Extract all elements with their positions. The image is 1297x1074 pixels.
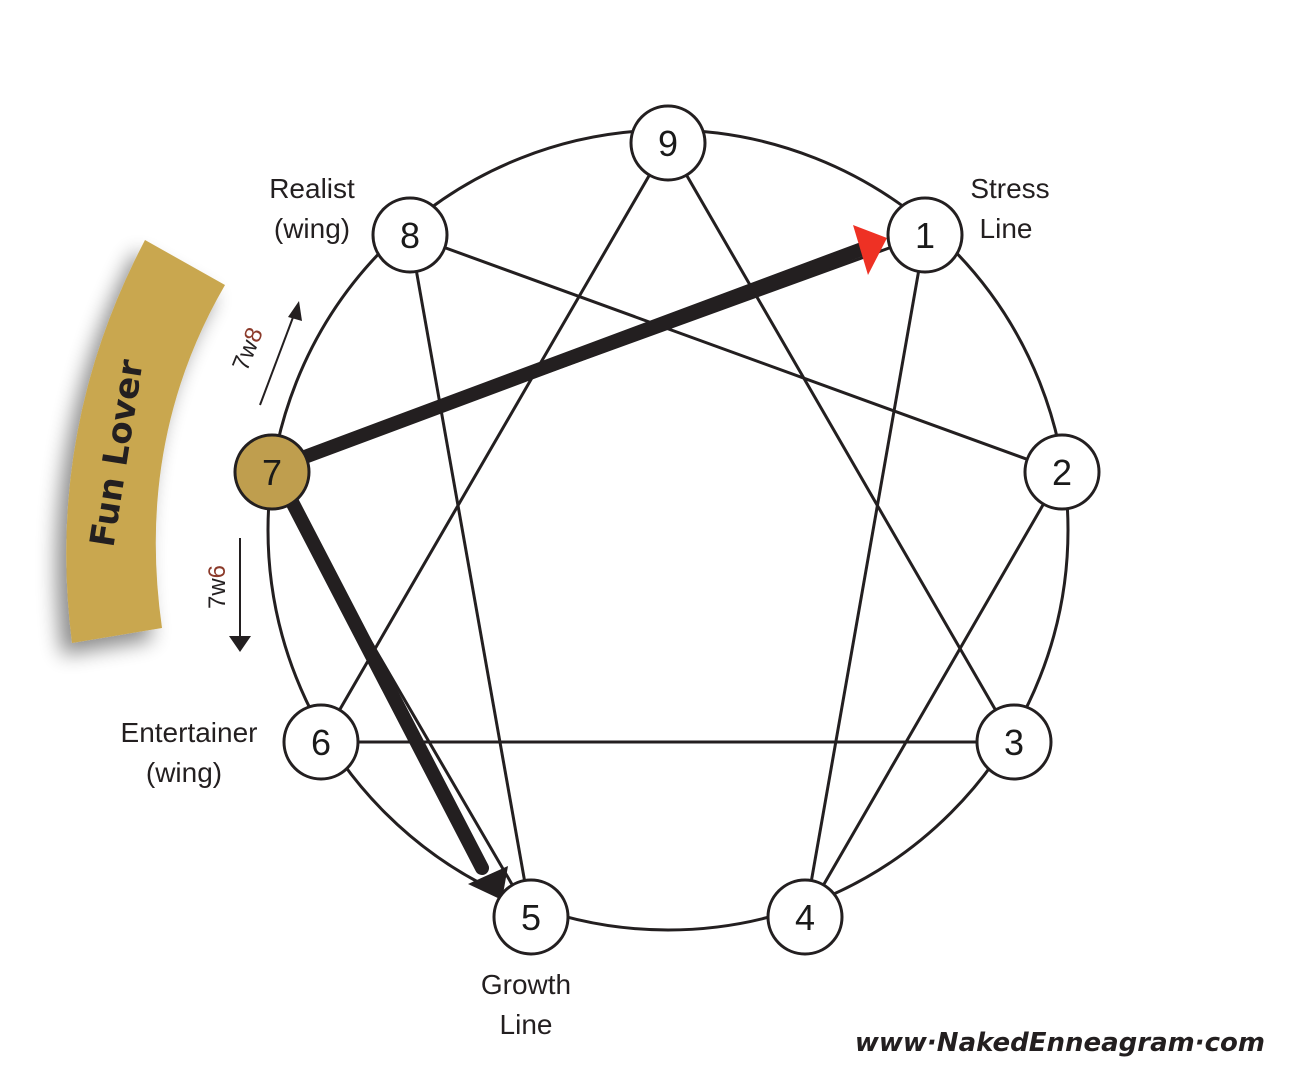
node-7-label: 7 [262, 452, 282, 493]
growth-arrowhead [468, 866, 508, 900]
wing-arrow-7w6-label: 7w6 [204, 565, 231, 609]
enneagram-node-1: 1 [886, 196, 964, 274]
edge-4-2 [803, 471, 1064, 918]
node-8-label: 8 [400, 215, 420, 256]
wing-arrow-7w8-shaft [259, 311, 296, 406]
growth-line-label: Growth [481, 969, 571, 1000]
edge-1-4 [803, 234, 927, 918]
wing-arrow-7w8: 7w8 [227, 301, 302, 406]
enneagram-node-5: 5 [492, 878, 570, 956]
node-6-label: 6 [311, 722, 331, 763]
node-7-circle [233, 433, 311, 511]
enneagram-node-4: 4 [766, 878, 844, 956]
node-1-circle [886, 196, 964, 274]
realist-wing-label: Realist [269, 173, 355, 204]
website-url: www·NakedEnneagram·com [855, 1028, 1265, 1058]
node-9-circle [629, 104, 707, 182]
wing-arrow-7w6: 7w6 [204, 538, 251, 652]
stress-line-label: Stress [970, 173, 1049, 204]
node-9-label: 9 [658, 123, 678, 164]
stress-line-shaft [295, 242, 869, 465]
entertainer-wing-label: Entertainer [121, 717, 258, 748]
growth-line [283, 491, 508, 900]
edge-9-6 [319, 142, 670, 743]
stress-line [295, 225, 887, 465]
stress-arrowhead [853, 225, 887, 275]
node-4-circle [766, 878, 844, 956]
wing-arrow-7w8-head [288, 301, 302, 321]
edge-2-8 [409, 233, 1063, 474]
band-shape [66, 240, 225, 643]
wing-7w6-prefix: 7w [204, 578, 231, 609]
enneagram-node-8: 8 [371, 196, 449, 274]
fun-lover-band: Fun Lover [66, 240, 225, 643]
entertainer-wing-sublabel: (wing) [146, 757, 222, 788]
node-5-label: 5 [521, 897, 541, 938]
wing-7w6-suffix: 6 [204, 565, 231, 578]
node-1-label: 1 [915, 215, 935, 256]
enneagram-node-2: 2 [1023, 433, 1101, 511]
node-6-circle [282, 703, 360, 781]
growth-line-shaft [283, 491, 489, 875]
wing-arrow-7w8-label: 7w8 [227, 324, 269, 375]
stress-line-sublabel: Line [980, 213, 1033, 244]
wing-arrow-7w6-head [229, 636, 251, 652]
enneagram-node-7: 7 [233, 433, 311, 511]
node-3-label: 3 [1004, 722, 1024, 763]
edge-8-5 [408, 234, 533, 918]
node-2-label: 2 [1052, 452, 1072, 493]
edge-9-3 [666, 142, 1016, 743]
node-3-circle [975, 703, 1053, 781]
realist-wing-sublabel: (wing) [274, 213, 350, 244]
enneagram-node-9: 9 [629, 104, 707, 182]
node-5-circle [492, 878, 570, 956]
growth-line-sublabel: Line [500, 1009, 553, 1040]
enneagram-node-3: 3 [975, 703, 1053, 781]
node-4-label: 4 [795, 897, 815, 938]
node-8-circle [371, 196, 449, 274]
node-2-circle [1023, 433, 1101, 511]
enneagram-node-6: 6 [282, 703, 360, 781]
